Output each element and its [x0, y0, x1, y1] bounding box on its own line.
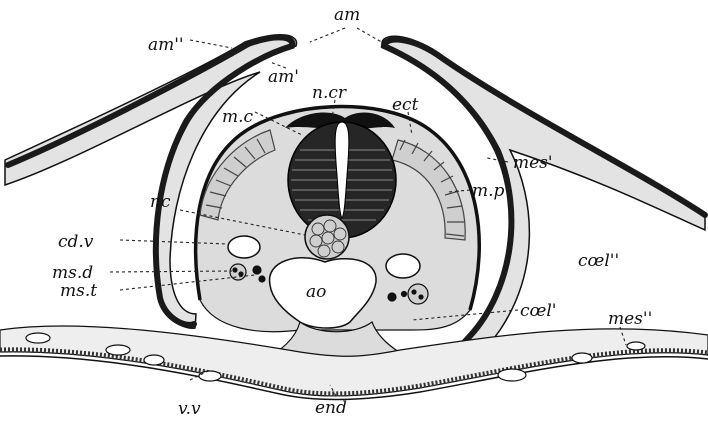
label-vv: v.v	[178, 399, 201, 419]
label-coel-prime: cœl'	[520, 301, 556, 321]
label-am-double-prime: am''	[148, 35, 184, 55]
label-mst: ms.t	[60, 281, 97, 301]
label-ect: ect	[392, 95, 419, 115]
label-msd: ms.d	[52, 263, 93, 283]
label-mc: m.c	[222, 107, 254, 127]
label-ncr: n.cr	[312, 83, 347, 103]
label-cdv: cd.v	[58, 232, 94, 252]
label-nc: nc	[150, 192, 171, 212]
left-cardinal-vein	[228, 236, 260, 258]
label-mes-double-prime: mes''	[608, 309, 652, 329]
label-am: am	[334, 5, 360, 25]
label-mp: m.p	[472, 181, 505, 201]
right-cardinal-vein	[386, 254, 420, 278]
label-mes-prime: mes'	[513, 153, 553, 173]
label-coel-double-prime: cœl''	[578, 251, 619, 271]
label-ao: ao	[306, 282, 326, 302]
label-end: end	[315, 398, 347, 418]
label-am-prime: am'	[268, 67, 299, 87]
